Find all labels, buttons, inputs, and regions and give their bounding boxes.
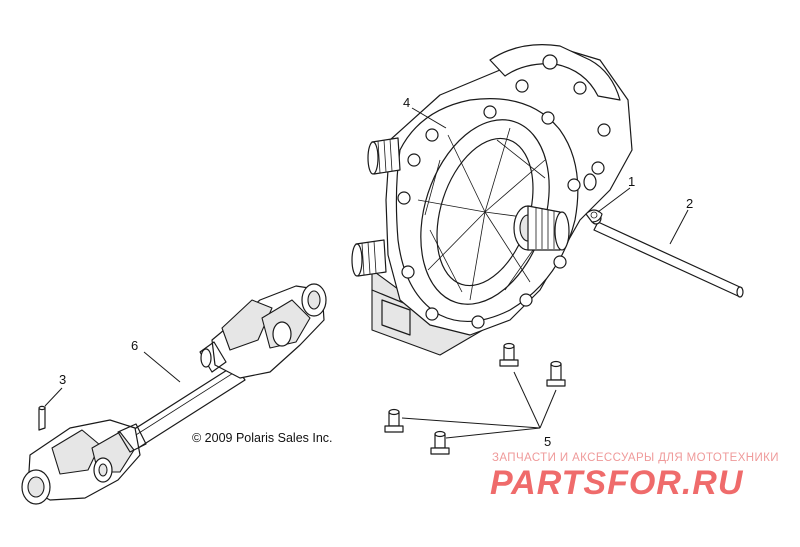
callout-1: 1 xyxy=(628,174,635,189)
leader-lines xyxy=(44,107,689,439)
part-3-pin xyxy=(38,405,46,431)
bolt-d xyxy=(430,430,450,455)
copyright-notice: © 2009 Polaris Sales Inc. xyxy=(192,431,333,445)
callout-3: 3 xyxy=(59,372,66,387)
part-1-clip xyxy=(585,209,603,223)
part-4-gearcase xyxy=(351,44,633,356)
bolt-b xyxy=(546,360,566,387)
watermark-logo: PARTSFOR.RU xyxy=(490,464,744,502)
bolt-a xyxy=(499,342,519,367)
callout-2: 2 xyxy=(686,196,693,211)
part-2-rod xyxy=(593,221,744,298)
callout-5: 5 xyxy=(544,434,551,449)
part-6-propshaft xyxy=(21,283,327,505)
callout-4: 4 xyxy=(403,95,410,110)
part-5-bolts xyxy=(384,342,566,455)
bolt-c xyxy=(384,408,404,433)
callout-6: 6 xyxy=(131,338,138,353)
watermark-tagline: ЗАПЧАСТИ И АКСЕССУАРЫ ДЛЯ МОТОТЕХНИКИ xyxy=(492,452,779,464)
